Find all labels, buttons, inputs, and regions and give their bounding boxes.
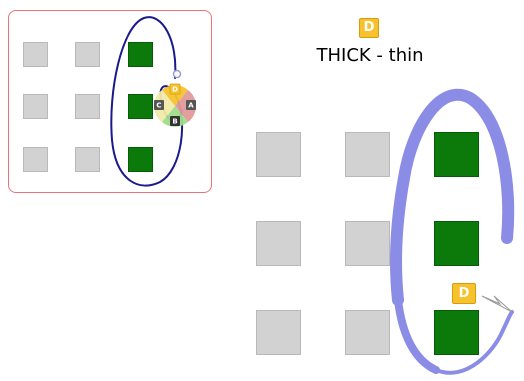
preview-tile [75, 94, 100, 119]
main-gesture-stroke-thin [434, 310, 514, 375]
pie-key-b-label: B [172, 118, 177, 126]
pie-key-c-label: C [156, 102, 161, 110]
target-tile[interactable] [434, 132, 479, 177]
preview-tile [23, 94, 48, 119]
stroke-end-badge: D [452, 283, 476, 304]
preview-tile [23, 42, 48, 67]
pie-slice-c [154, 90, 175, 122]
preview-target-tile [128, 42, 153, 67]
pie-menu[interactable]: D A B C [154, 69, 196, 127]
target-tile[interactable] [434, 310, 479, 355]
stroke-end-arrow-icon [481, 295, 513, 313]
pie-slice-d [162, 85, 188, 106]
title-gesture-badge: D [359, 18, 379, 38]
grid-tile[interactable] [345, 132, 390, 177]
pie-key-a [186, 100, 196, 110]
pie-key-b [170, 116, 180, 126]
pie-key-d-label: D [172, 86, 178, 94]
grid-tile[interactable] [256, 221, 301, 266]
pie-key-d [169, 83, 181, 95]
main-gesture-stroke-mid [394, 296, 440, 374]
preview-target-tile [128, 94, 153, 119]
grid-tile[interactable] [345, 221, 390, 266]
grid-tile[interactable] [345, 310, 390, 355]
gesture-start-dot [172, 69, 182, 79]
grid-tile[interactable] [256, 310, 301, 355]
preview-tile [75, 147, 100, 172]
target-tile[interactable] [434, 221, 479, 266]
preview-tile [75, 42, 100, 67]
pie-slice-a [175, 90, 196, 122]
preview-tile [23, 147, 48, 172]
main-gesture-stroke-thick [390, 88, 515, 306]
pie-key-c [154, 100, 164, 110]
preview-target-tile [128, 147, 153, 172]
page-title: THICK - thin [316, 45, 424, 66]
pie-key-a-label: A [188, 102, 194, 110]
grid-tile[interactable] [256, 132, 301, 177]
